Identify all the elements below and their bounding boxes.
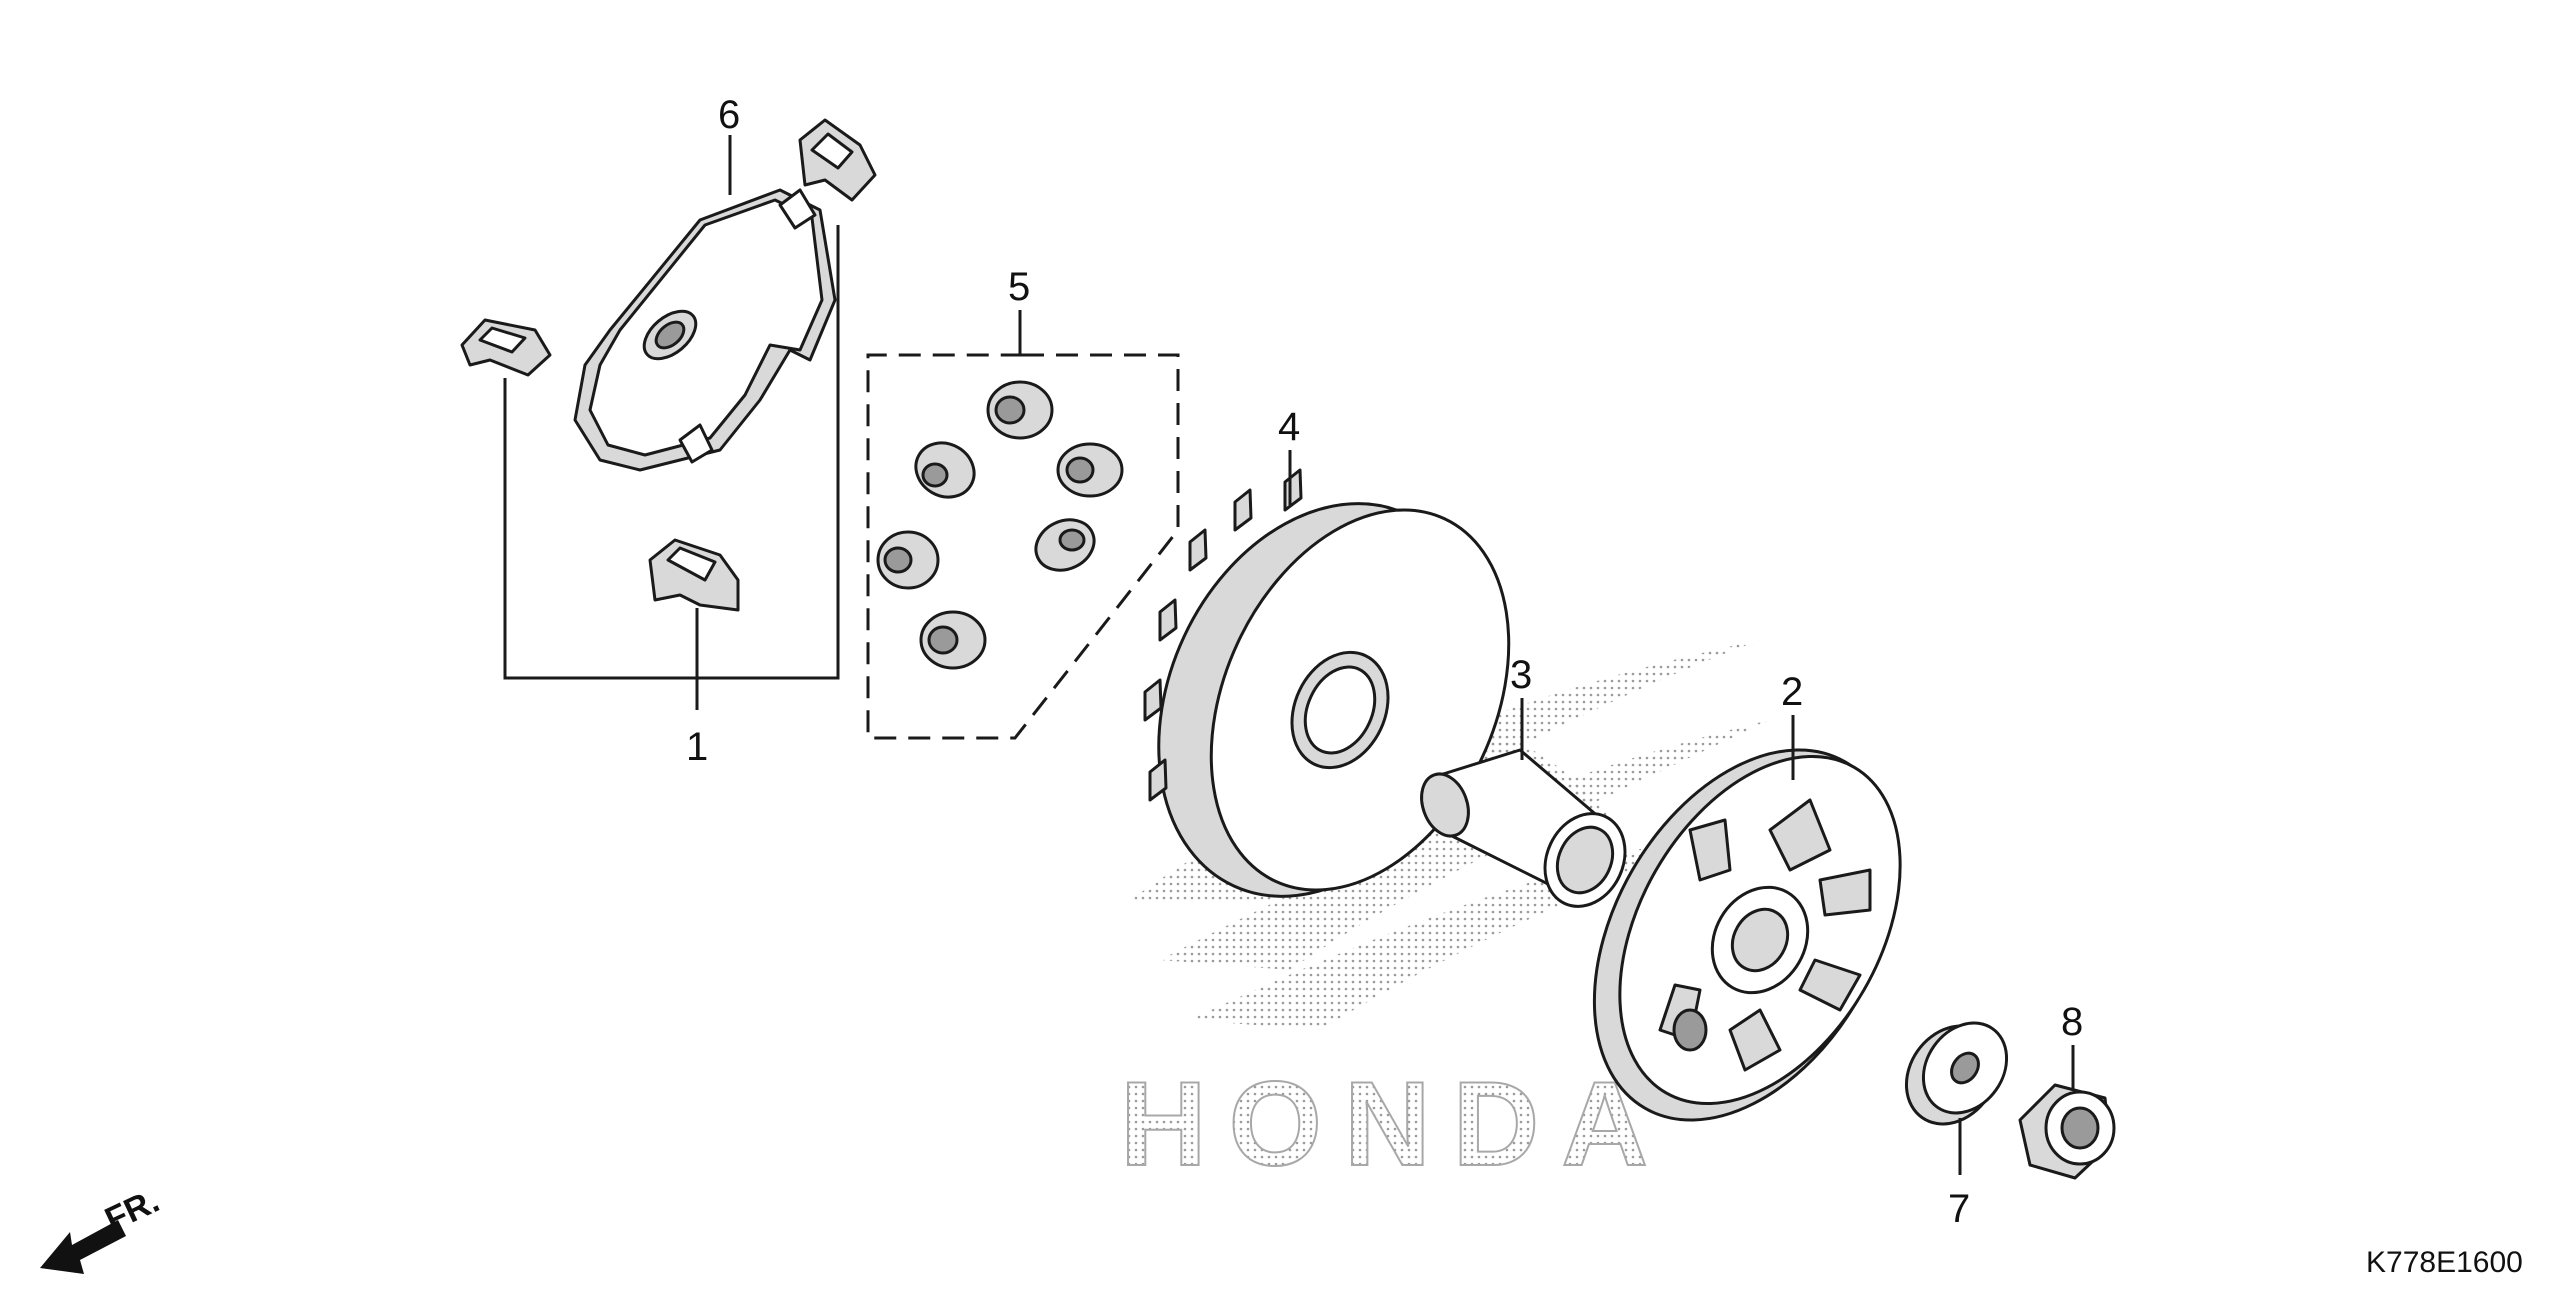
- front-arrow-icon: [40, 1220, 126, 1274]
- watermark-text: HONDA: [1120, 1057, 1670, 1191]
- slider-part-top-right: [798, 118, 877, 202]
- washer-part: [1904, 1021, 2009, 1126]
- callout-3: 3: [1510, 653, 1532, 697]
- front-direction-indicator: FR.: [40, 1182, 165, 1274]
- slider-part-left: [460, 318, 552, 377]
- movable-drive-face-part: [1592, 748, 1902, 1122]
- drawing-code: K778E1600: [2366, 1246, 2523, 1279]
- slider-part-bottom: [648, 538, 740, 612]
- group-bracket-1-6: [503, 225, 840, 680]
- callout-4: 4: [1278, 405, 1300, 449]
- callout-2: 2: [1781, 670, 1803, 714]
- weight-roller: [919, 610, 987, 670]
- group-bracket-5: [866, 353, 1180, 740]
- callout-1: 1: [686, 725, 708, 769]
- weight-roller: [1056, 442, 1124, 498]
- callout-6: 6: [718, 93, 740, 137]
- callout-7: 7: [1948, 1187, 1970, 1231]
- ramp-plate-part: [573, 188, 837, 472]
- leader-lines: [695, 135, 2075, 1175]
- callout-8: 8: [2061, 1000, 2083, 1044]
- nut-part: [2018, 1083, 2116, 1180]
- weight-roller-set: [876, 380, 1124, 670]
- weight-roller: [1034, 518, 1096, 572]
- weight-roller: [986, 380, 1054, 440]
- weight-roller: [876, 530, 940, 590]
- collar-part: [1420, 748, 1627, 908]
- weight-roller: [914, 441, 976, 499]
- callout-5: 5: [1008, 265, 1030, 309]
